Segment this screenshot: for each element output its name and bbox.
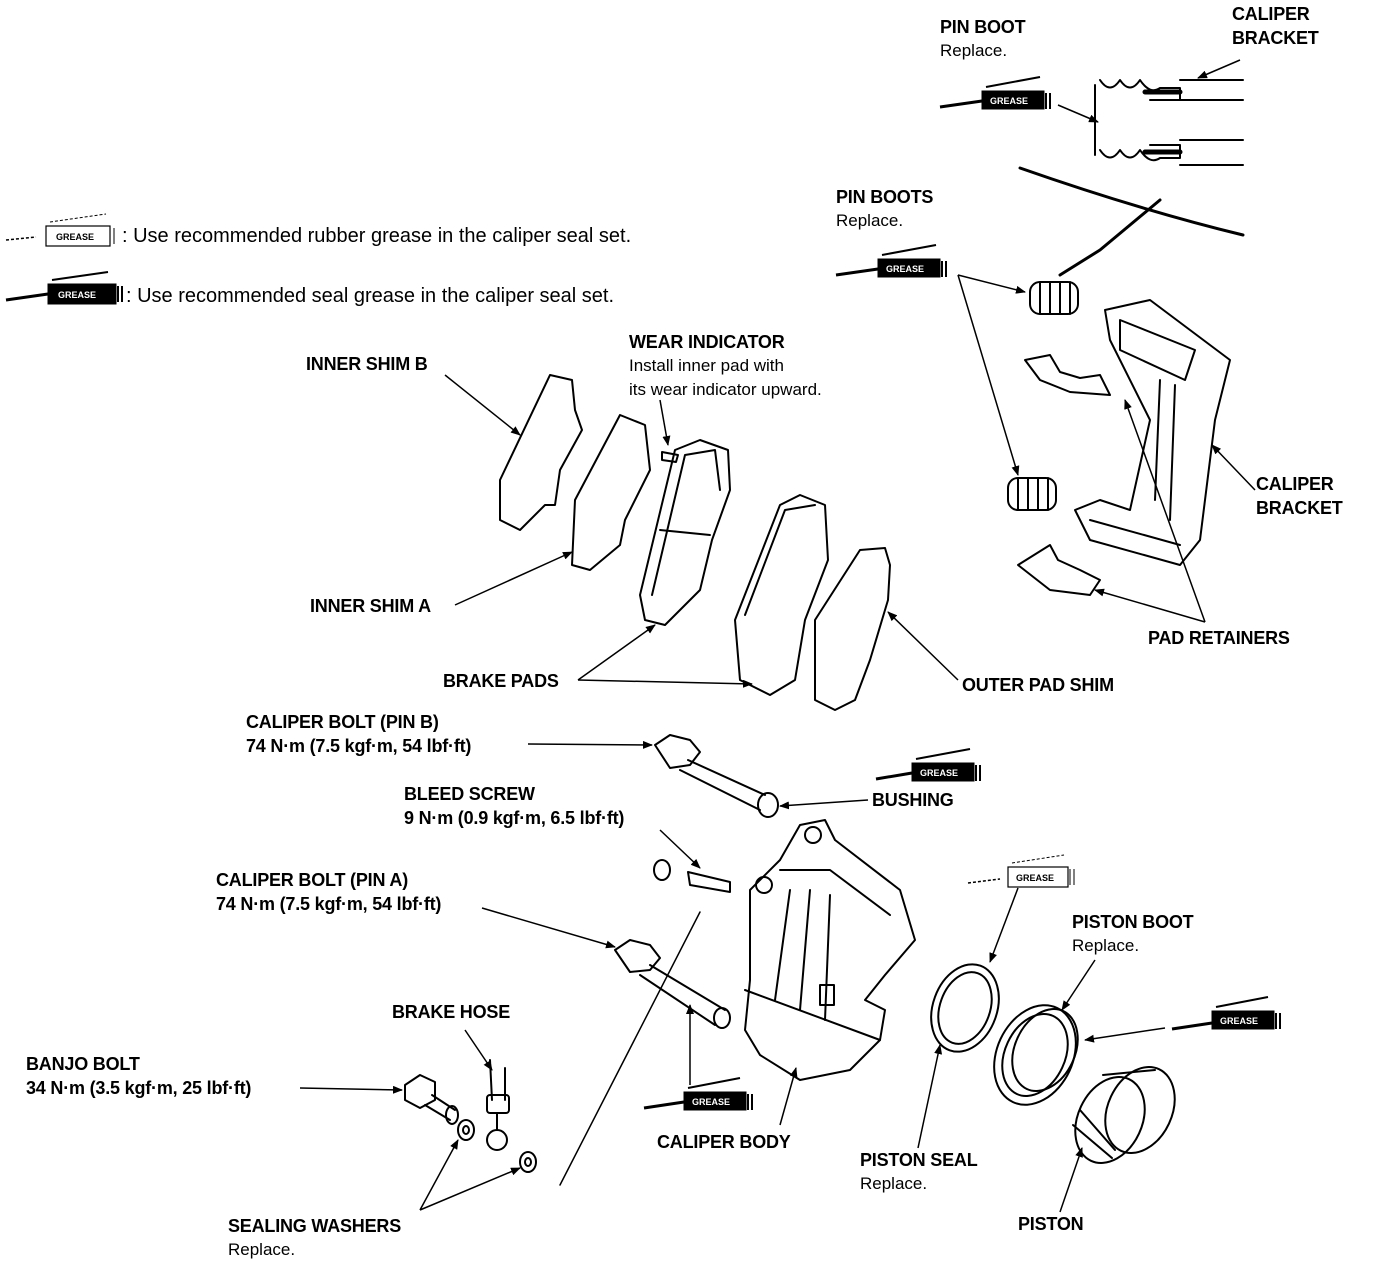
legend-rubber-grease-text: : Use recommended rubber grease in the c… — [122, 225, 632, 247]
leader-lines — [299, 59, 1256, 1213]
label-pin-boots: PIN BOOTS Replace. — [836, 187, 934, 230]
pin-boot-seal-grease-icon: GREASE — [939, 76, 1051, 110]
label-bushing: BUSHING — [872, 790, 954, 810]
pin-boots-parts — [1007, 281, 1079, 511]
svg-text:GREASE: GREASE — [886, 264, 924, 274]
banjo-bolt-part — [404, 1074, 459, 1125]
label-brake-pads: BRAKE PADS — [443, 671, 559, 691]
label-caliper-body: CALIPER BODY — [657, 1132, 791, 1152]
pad-retainers-parts — [1017, 354, 1111, 596]
svg-text:GREASE: GREASE — [56, 232, 94, 242]
label-inner-shim-b: INNER SHIM B — [306, 354, 428, 374]
label-caliper-bolt-pin-a: CALIPER BOLT (PIN A) 74 N·m (7.5 kgf·m, … — [216, 870, 442, 914]
pin-boots-seal-grease-icon: GREASE — [835, 244, 947, 278]
piston-boot-part — [993, 1004, 1079, 1106]
piston-part — [1072, 1066, 1176, 1164]
sealing-washers-parts — [457, 1119, 537, 1173]
label-sealing-washers: SEALING WASHERS Replace. — [228, 1216, 402, 1259]
svg-text:GREASE: GREASE — [920, 768, 958, 778]
label-brake-hose: BRAKE HOSE — [392, 1002, 511, 1022]
grease-icons: GREASE GREASE GREASE — [5, 76, 1281, 1111]
label-bleed-screw: BLEED SCREW 9 N·m (0.9 kgf·m, 6.5 lbf·ft… — [404, 784, 625, 828]
piston-seal-rubber-grease-icon: GREASE — [967, 854, 1075, 888]
label-inner-shim-a: INNER SHIM A — [310, 596, 431, 616]
piston-boot-seal-grease-icon: GREASE — [1171, 996, 1281, 1031]
caliper-body-seal-grease-icon: GREASE — [643, 1077, 753, 1111]
outer-pad-shim-part — [814, 547, 891, 711]
svg-text:GREASE: GREASE — [692, 1097, 730, 1107]
caliper-bracket-part — [1074, 299, 1231, 566]
label-caliper-bolt-pin-b: CALIPER BOLT (PIN B) 74 N·m (7.5 kgf·m, … — [246, 712, 472, 756]
label-outer-pad-shim: OUTER PAD SHIM — [962, 675, 1114, 695]
outer-brake-pad-part — [734, 494, 829, 696]
caliper-bolt-pin-a-part — [614, 939, 731, 1029]
pin-boot-detail — [1018, 79, 1245, 277]
label-wear-indicator: WEAR INDICATOR Install inner pad with it… — [629, 332, 822, 399]
label-piston-seal: PISTON SEAL Replace. — [860, 1150, 978, 1193]
legend-rubber-grease-icon: GREASE — [5, 213, 115, 247]
label-pin-boot: PIN BOOT Replace. — [940, 17, 1026, 60]
legend-seal-grease-text: : Use recommended seal grease in the cal… — [126, 285, 615, 307]
bleed-screw-part — [653, 859, 731, 893]
svg-text:GREASE: GREASE — [1220, 1016, 1258, 1026]
label-piston: PISTON — [1018, 1214, 1084, 1234]
piston-seal-part — [930, 963, 1000, 1053]
inner-brake-pad-part — [639, 439, 731, 626]
svg-text:GREASE: GREASE — [58, 290, 96, 300]
label-banjo-bolt: BANJO BOLT 34 N·m (3.5 kgf·m, 25 lbf·ft) — [26, 1054, 252, 1098]
caliper-bolt-pin-b-part — [654, 734, 779, 818]
caliper-body-part — [559, 819, 916, 1186]
inner-shim-a-part — [571, 414, 651, 571]
legend-seal-grease-icon: GREASE — [5, 271, 123, 305]
svg-text:GREASE: GREASE — [990, 96, 1028, 106]
bushing-seal-grease-icon: GREASE — [875, 748, 981, 782]
label-caliper-bracket-right: CALIPER BRACKET — [1256, 474, 1343, 518]
inner-shim-b-part — [499, 374, 583, 531]
brake-hose-part — [486, 1059, 510, 1151]
label-pad-retainers: PAD RETAINERS — [1148, 628, 1290, 648]
label-caliper-bracket-top: CALIPER BRACKET — [1232, 4, 1319, 48]
label-piston-boot: PISTON BOOT Replace. — [1072, 912, 1194, 955]
svg-text:GREASE: GREASE — [1016, 873, 1054, 883]
